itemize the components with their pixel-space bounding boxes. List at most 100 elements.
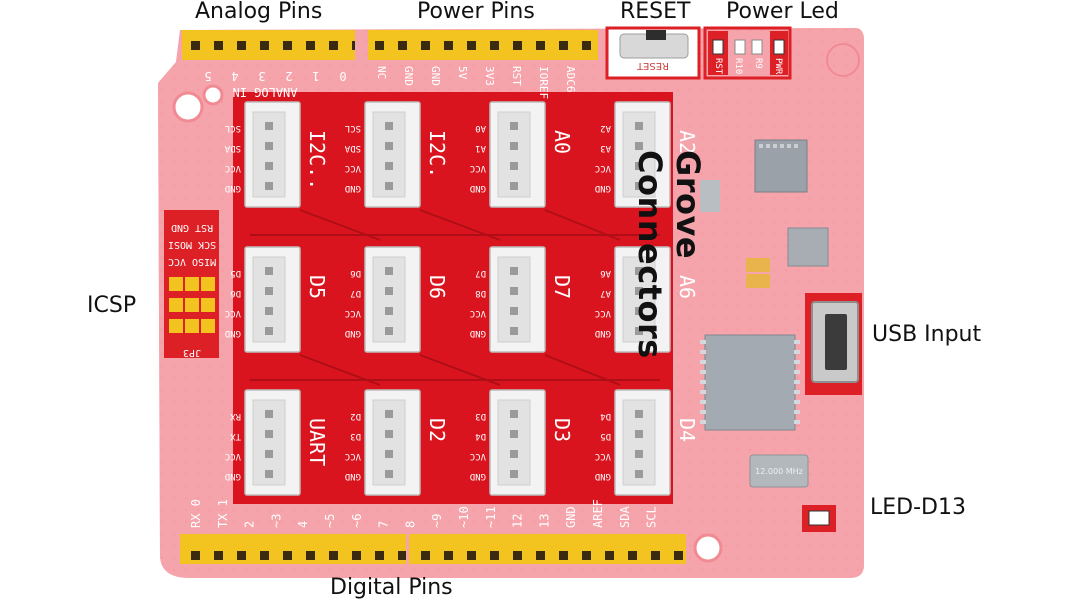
analog-pin-number: 2 (285, 69, 292, 83)
grove-pin-label: VCC (470, 308, 486, 318)
led-silk-label: RST (713, 58, 723, 75)
grove-pin-label: SDA (344, 143, 361, 153)
icsp-label: ICSP (87, 293, 137, 318)
grove-pin-label: A0 (475, 123, 486, 133)
power-pin-label: ADC6 (564, 66, 577, 93)
icsp-area (164, 210, 219, 358)
grove-connector-label: D3 (550, 418, 574, 442)
grove-pin-label: D2 (350, 411, 361, 421)
grove-pin-label: GND (225, 471, 241, 481)
reset-silk-label: RESET (636, 60, 669, 71)
grove-pin-label: D3 (475, 411, 486, 421)
grove-pin-label: GND (595, 471, 611, 481)
mounting-hole (172, 91, 204, 123)
grove-pin-label: D4 (600, 411, 611, 421)
reset-button: RESET (605, 26, 701, 80)
grove-pin-label: GND (595, 328, 611, 338)
grove-pin-label: D6 (350, 268, 361, 278)
grove-connector-label: D7 (550, 275, 574, 299)
grove-connector-label: D4 (675, 418, 699, 442)
digital-header-right (409, 534, 686, 564)
grove-pin-label: VCC (470, 451, 486, 461)
grove-connector-label: I2C.. (305, 130, 329, 190)
grove-connector-label: A0 (550, 130, 574, 154)
grove-connector-label: D2 (425, 418, 449, 442)
led-d13 (802, 505, 836, 532)
microcontroller-chip (754, 139, 808, 193)
grove-pin-label: VCC (345, 163, 361, 173)
grove-pin-label: GND (345, 471, 361, 481)
crystal-oscillator: 12.000 MHz (749, 454, 809, 488)
analog-pin-number: 1 (312, 69, 319, 83)
digital-pin-label: ~10 (457, 506, 471, 528)
analog-pins-label: Analog Pins (195, 0, 323, 24)
grove-pin-label: D8 (475, 288, 486, 298)
grove-pin-label: TX (230, 431, 241, 441)
digital-pin-label: ~3 (269, 514, 283, 528)
grove-connectors-area (233, 92, 673, 504)
capacitor-pair (746, 258, 770, 288)
grove-pin-label: GND (470, 183, 486, 193)
grove-pin-label: VCC (595, 451, 611, 461)
power-pin-label: IOREF (537, 66, 550, 99)
mounting-hole (826, 43, 860, 77)
power-pin-label: RST (510, 66, 523, 86)
power-pin-label: 5V (456, 66, 469, 80)
grove-connector-label: D5 (305, 275, 329, 299)
digital-pin-label: 8 (403, 521, 417, 528)
grove-pin-label: A2 (600, 123, 611, 133)
digital-pin-label: 2 (243, 521, 257, 528)
grove-pin-label: GND (595, 183, 611, 193)
digital-pin-label: ~6 (350, 514, 364, 528)
power-pins-label: Power Pins (417, 0, 535, 24)
power-led-label: Power Led (726, 0, 839, 24)
led-silk-label: R9 (753, 58, 763, 69)
grove-pin-label: GND (470, 328, 486, 338)
grove-pin-label: D4 (475, 431, 486, 441)
crystal-label: 12.000 MHz (755, 467, 803, 476)
grove-connector-label: D6 (425, 275, 449, 299)
grove-pin-label: A3 (600, 143, 611, 153)
led-silk-label: R10 (733, 58, 743, 74)
grove-pin-label: A7 (600, 288, 611, 298)
mounting-hole (693, 533, 723, 563)
grove-pin-label: GND (470, 471, 486, 481)
grove-pin-label: VCC (345, 451, 361, 461)
analog-pin-number: 5 (204, 69, 211, 83)
grove-pin-label: RX (230, 411, 241, 421)
digital-pin-label: TX 1 (216, 499, 230, 528)
power-led-area (703, 26, 792, 80)
grove-pin-label: GND (345, 328, 361, 338)
power-header (368, 30, 598, 60)
grove-pin-label: VCC (225, 308, 241, 318)
grove-pin-label: VCC (345, 308, 361, 318)
digital-pins-label: Digital Pins (330, 575, 453, 600)
grove-pin-label: D6 (230, 288, 241, 298)
analog-pin-number: 0 (339, 69, 346, 83)
grove-pin-label: GND (225, 328, 241, 338)
power-pin-label: 3V3 (483, 66, 496, 86)
grove-connector-label: I2C. (425, 130, 449, 178)
led-d13-label: LED-D13 (870, 495, 966, 520)
grove-pin-label: D5 (230, 268, 241, 278)
grove-pin-label: D7 (475, 268, 486, 278)
icsp-pin-label: RST GND (171, 222, 213, 233)
grove-pin-label: SDA (224, 143, 241, 153)
digital-pin-label: ~11 (484, 506, 498, 528)
grove-pin-label: A1 (475, 143, 486, 153)
digital-pin-label: 7 (377, 521, 391, 528)
grove-connector-label: UART (305, 418, 329, 466)
digital-pin-label: ~9 (430, 514, 444, 528)
